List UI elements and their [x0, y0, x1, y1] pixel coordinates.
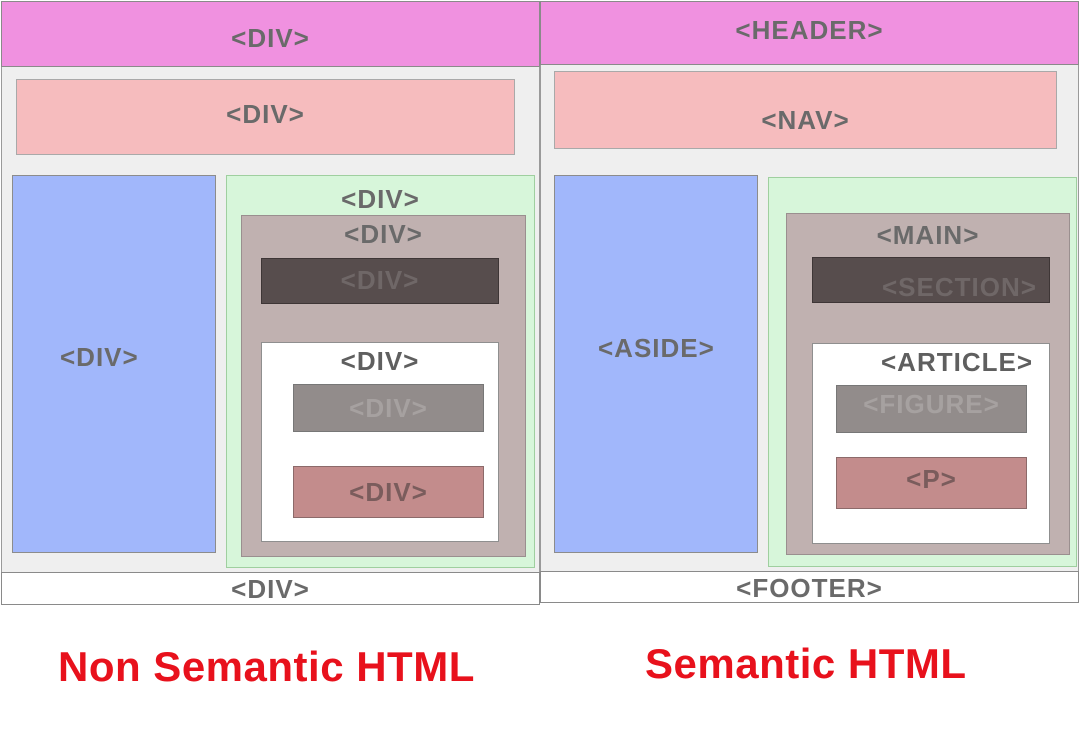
left-p-label: <DIV> — [349, 477, 428, 507]
right-caption: Semantic HTML — [645, 640, 967, 687]
left-nav-box: <DIV> — [16, 79, 515, 155]
left-caption: Non Semantic HTML — [58, 643, 475, 690]
right-nav-label: <NAV> — [761, 105, 850, 135]
left-footer-label: <DIV> — [231, 574, 310, 604]
right-footer-label: <FOOTER> — [736, 573, 883, 603]
right-section-box: <SECTION> — [812, 257, 1050, 303]
left-footer-box: <DIV> — [1, 572, 540, 605]
right-p-label: <P> — [906, 464, 957, 494]
right-article-label: <ARTICLE> — [881, 347, 1034, 377]
right-figure-label: <FIGURE> — [863, 389, 1000, 419]
left-main-inner-label: <DIV> — [344, 219, 423, 249]
left-article-label: <DIV> — [340, 346, 420, 376]
right-nav-box: <NAV> — [554, 71, 1057, 149]
right-figure-box: <FIGURE> — [836, 385, 1027, 433]
left-header-label: <DIV> — [231, 23, 310, 53]
left-header-box: <DIV> — [1, 1, 540, 67]
left-figure-box: <DIV> — [293, 384, 484, 432]
right-article-box: <ARTICLE> — [812, 343, 1050, 544]
right-footer-box: <FOOTER> — [540, 571, 1079, 603]
right-aside-box: <ASIDE> — [554, 175, 758, 553]
left-main-outer-label: <DIV> — [341, 184, 420, 214]
left-section-box: <DIV> — [261, 258, 499, 304]
right-header-label: <HEADER> — [735, 15, 884, 45]
left-aside-label: <DIV> — [60, 342, 139, 372]
right-p-box: <P> — [836, 457, 1027, 509]
left-figure-label: <DIV> — [349, 393, 428, 423]
right-main-label: <MAIN> — [876, 220, 980, 250]
right-header-box: <HEADER> — [540, 1, 1079, 65]
left-p-box: <DIV> — [293, 466, 484, 518]
right-aside-label: <ASIDE> — [598, 333, 715, 363]
left-aside-box: <DIV> — [12, 175, 216, 553]
left-nav-label: <DIV> — [226, 99, 305, 129]
right-section-label: <SECTION> — [882, 272, 1037, 302]
left-section-label: <DIV> — [340, 265, 420, 295]
